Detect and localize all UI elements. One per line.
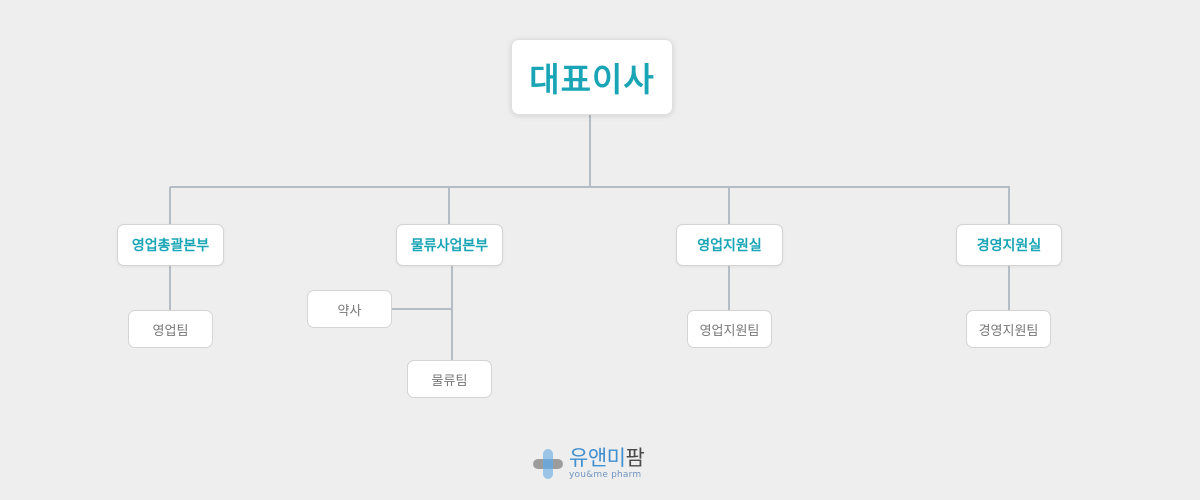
team-pharmacist: 약사 bbox=[307, 290, 392, 328]
team-management-support: 경영지원팀 bbox=[966, 310, 1051, 348]
team-label: 경영지원팀 bbox=[978, 323, 1039, 339]
company-logo: 유앤미팜 you&me pharm bbox=[533, 446, 645, 482]
team-sales: 영업팀 bbox=[128, 310, 213, 348]
team-sales-support: 영업지원팀 bbox=[687, 310, 772, 348]
dept-sales-support-office: 영업지원실 bbox=[676, 224, 783, 266]
logo-korean: 유앤미팜 bbox=[569, 446, 645, 470]
medical-cross-icon bbox=[533, 449, 563, 479]
team-label: 영업지원팀 bbox=[699, 323, 760, 339]
ceo-label: 대표이사 bbox=[529, 60, 655, 99]
team-label: 약사 bbox=[337, 303, 362, 319]
dept-logistics-headquarters: 물류사업본부 bbox=[396, 224, 503, 266]
dept-label: 영업총괄본부 bbox=[131, 238, 210, 254]
dept-sales-headquarters: 영업총괄본부 bbox=[117, 224, 224, 266]
logo-english: you&me pharm bbox=[569, 470, 642, 480]
ceo-box: 대표이사 bbox=[511, 39, 673, 115]
logo-korean-part2: 팜 bbox=[625, 446, 645, 470]
logo-text: 유앤미팜 you&me pharm bbox=[569, 446, 645, 480]
team-label: 물류팀 bbox=[431, 373, 468, 389]
dept-label: 영업지원실 bbox=[697, 238, 762, 254]
logo-korean-part1: 유앤미 bbox=[569, 446, 626, 470]
team-logistics: 물류팀 bbox=[407, 360, 492, 398]
dept-label: 물류사업본부 bbox=[410, 238, 489, 254]
team-label: 영업팀 bbox=[152, 323, 189, 339]
dept-label: 경영지원실 bbox=[976, 238, 1042, 254]
dept-management-support-office: 경영지원실 bbox=[956, 224, 1062, 266]
